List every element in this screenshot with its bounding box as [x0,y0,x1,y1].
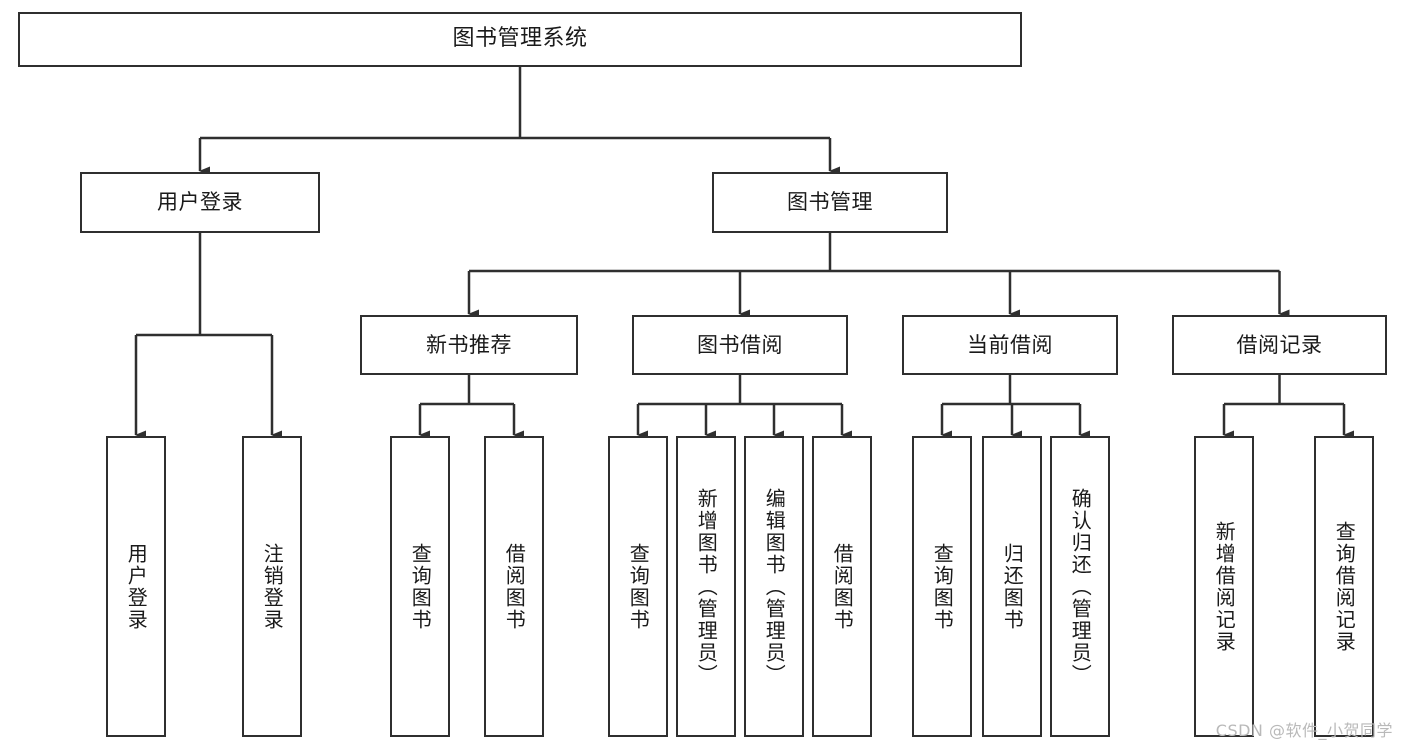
node-label: 用户登录 [124,542,149,631]
node-current-borrow[interactable]: 当前借阅 [902,315,1118,375]
node-book-manage[interactable]: 图书管理 [712,172,948,233]
node-leaf-edit-book[interactable]: 编辑图书（管理员） [744,436,804,737]
node-label: 图书借阅 [697,332,783,357]
node-label: 用户登录 [157,190,243,215]
node-label: 新书推荐 [426,332,512,357]
node-user-login[interactable]: 用户登录 [80,172,320,233]
node-leaf-add-record[interactable]: 新增借阅记录 [1194,436,1254,737]
node-label: 图书管理系统 [452,26,588,52]
node-label: 当前借阅 [967,332,1053,357]
node-leaf-borrow-book-1[interactable]: 借阅图书 [484,436,544,737]
node-leaf-query-book-1[interactable]: 查询图书 [390,436,450,737]
node-leaf-return-book[interactable]: 归还图书 [982,436,1042,737]
node-leaf-add-book[interactable]: 新增图书（管理员） [676,436,736,737]
node-leaf-confirm-return[interactable]: 确认归还（管理员） [1050,436,1110,737]
node-leaf-query-book-3[interactable]: 查询图书 [912,436,972,737]
node-label: 图书管理 [787,190,873,215]
node-label: 借阅图书 [502,542,527,631]
node-leaf-query-book-2[interactable]: 查询图书 [608,436,668,737]
node-label: 借阅记录 [1236,332,1323,357]
node-label: 确认归还（管理员） [1068,487,1093,686]
node-label: 查询图书 [408,542,433,631]
node-book-borrow[interactable]: 图书借阅 [632,315,848,375]
node-root[interactable]: 图书管理系统 [18,12,1022,67]
node-label: 查询图书 [930,542,955,631]
node-label: 查询借阅记录 [1332,520,1357,653]
node-label: 查询图书 [626,542,651,631]
node-leaf-user-login[interactable]: 用户登录 [106,436,166,737]
node-leaf-query-record[interactable]: 查询借阅记录 [1314,436,1374,737]
node-leaf-logout[interactable]: 注销登录 [242,436,302,737]
node-label: 新增借阅记录 [1212,520,1237,653]
watermark-label: CSDN @软件_小贺同学 [1215,721,1393,740]
node-label: 新增图书（管理员） [694,487,719,686]
connector-lines [134,67,1354,440]
node-new-book-rec[interactable]: 新书推荐 [360,315,578,375]
node-label: 注销登录 [260,542,285,631]
node-leaf-borrow-book-2[interactable]: 借阅图书 [812,436,872,737]
node-label: 借阅图书 [830,542,855,631]
node-label: 编辑图书（管理员） [762,487,787,686]
node-label: 归还图书 [1000,542,1025,631]
node-borrow-record[interactable]: 借阅记录 [1172,315,1387,375]
